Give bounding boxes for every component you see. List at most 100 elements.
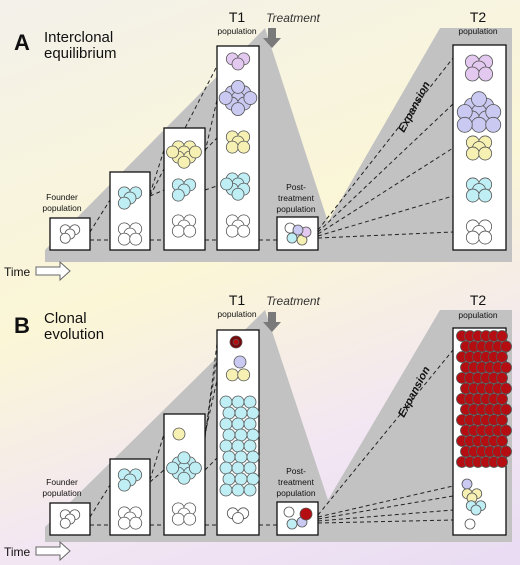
panel-b: B Clonal evolution T1 population Treatme… xyxy=(4,292,512,562)
panel-b-treatment: Treatment xyxy=(266,294,320,308)
panel-a-t1-label: T1 xyxy=(229,9,246,25)
cyan-cell xyxy=(222,406,236,420)
panel-b-lineage-lines xyxy=(89,343,454,526)
white-cell xyxy=(117,232,131,246)
yellow-cell xyxy=(225,140,239,154)
panel-a: A Interclonal equilibrium T1 population … xyxy=(4,9,512,282)
post-treatment-box xyxy=(276,501,319,536)
lineage-line xyxy=(204,379,218,435)
panel-a-post-line1: Post- xyxy=(286,182,306,192)
cyan-cell xyxy=(231,483,245,497)
cyan-cell xyxy=(222,450,236,464)
lineage-line xyxy=(317,195,454,237)
red-cell xyxy=(500,403,512,416)
panel-a-founder-line2: population xyxy=(42,203,82,213)
panel-a-post-line3: population xyxy=(276,204,316,214)
panel-a-t2-sublabel: population xyxy=(458,26,498,36)
cyan-cell xyxy=(246,406,260,420)
lineage-line xyxy=(89,484,111,518)
cyan-cell xyxy=(222,428,236,442)
red-cell xyxy=(496,414,508,426)
lineage-line xyxy=(204,343,218,439)
cyan-cell xyxy=(219,439,233,453)
white-cell xyxy=(464,518,476,530)
lineage-line xyxy=(204,137,218,151)
red-cell xyxy=(500,445,512,458)
cyan-cell xyxy=(246,472,260,486)
red-cell xyxy=(496,435,508,447)
cyan-cell xyxy=(243,439,257,453)
cyan-cell xyxy=(219,417,233,431)
yellow-cell xyxy=(225,368,239,382)
panel-b-cells xyxy=(59,330,512,530)
red-cell xyxy=(496,372,508,384)
panel-b-time-label: Time xyxy=(4,545,31,559)
lineage-line xyxy=(317,57,454,231)
red-cell xyxy=(496,456,508,468)
yellow-cell xyxy=(177,155,191,169)
panel-b-letter: B xyxy=(14,313,30,338)
lavender-cell xyxy=(485,116,502,133)
lineage-line xyxy=(204,357,218,437)
panel-a-time-arrow-icon xyxy=(35,260,71,282)
white-cell xyxy=(129,516,143,530)
cyan-cell xyxy=(231,395,245,409)
cyan-cell xyxy=(231,417,245,431)
lavender-cell xyxy=(243,91,258,105)
lavender-cell xyxy=(233,355,247,369)
lineage-line xyxy=(317,103,454,233)
white-cell xyxy=(225,224,239,238)
pink-cell xyxy=(464,66,480,82)
lineage-line xyxy=(149,189,165,197)
pink-cell xyxy=(231,57,245,71)
cyan-cell xyxy=(219,395,233,409)
cyan-cell xyxy=(117,478,131,492)
panel-b-t2-sublabel: population xyxy=(458,310,498,320)
lineage-line xyxy=(317,519,454,524)
panel-a-letter: A xyxy=(14,30,30,55)
panel-a-t2-label: T2 xyxy=(470,9,487,25)
cyan-cell xyxy=(188,461,202,475)
lineage-line xyxy=(317,147,454,235)
cyan-cell xyxy=(470,504,482,516)
lineage-line xyxy=(89,199,111,233)
lineage-line xyxy=(317,231,454,239)
panel-b-shadow xyxy=(45,310,512,542)
cyan-cell xyxy=(243,483,257,497)
cyan-cell xyxy=(243,461,257,475)
cyan-cell xyxy=(177,451,191,465)
white-cell xyxy=(171,512,185,526)
yellow-cell xyxy=(478,146,493,161)
white-cell xyxy=(59,232,71,244)
panel-b-title-line2: evolution xyxy=(44,326,104,343)
cyan-cell xyxy=(166,461,180,475)
red-cell xyxy=(500,424,512,437)
white-cell xyxy=(478,230,493,245)
cyan-cell xyxy=(286,518,298,530)
yellow-cell xyxy=(237,368,251,382)
cyan-cell xyxy=(234,406,248,420)
cyan-cell xyxy=(234,450,248,464)
cyan-cell xyxy=(465,188,480,203)
cyan-cell xyxy=(117,196,131,210)
cyan-cell xyxy=(177,471,191,485)
panel-b-title-line1: Clonal xyxy=(44,310,87,327)
cyan-cell xyxy=(219,461,233,475)
red-cell xyxy=(500,361,512,374)
white-cell xyxy=(283,506,295,518)
lineage-line xyxy=(149,149,165,195)
panel-a-treatment-arrow-icon xyxy=(263,28,281,48)
lineage-line xyxy=(204,457,218,471)
cyan-cell xyxy=(231,439,245,453)
panel-b-post-line3: population xyxy=(276,488,316,498)
white-cell xyxy=(183,512,197,526)
red-cell xyxy=(500,382,512,395)
cyan-cell xyxy=(231,187,245,201)
lavender-cell xyxy=(292,224,304,236)
lineage-line xyxy=(317,509,454,522)
red-cell xyxy=(496,330,508,342)
lavender-cell xyxy=(471,91,487,108)
cyan-cell xyxy=(246,428,260,442)
lavender-cell xyxy=(471,116,487,133)
